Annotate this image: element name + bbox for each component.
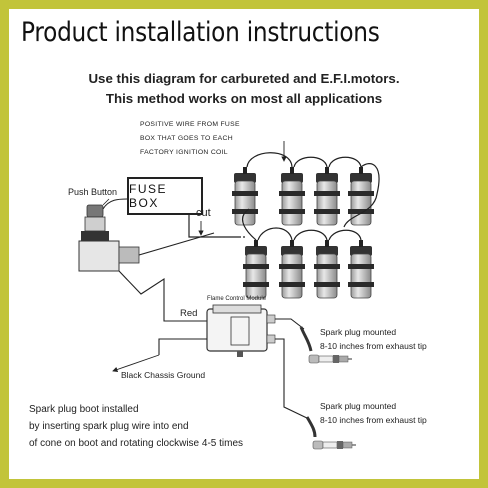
positive-wire-note-2: BOX THAT GOES TO EACH bbox=[140, 135, 233, 142]
push-button-label: Push Button bbox=[68, 187, 118, 197]
fuse-box: FUSE BOX bbox=[127, 177, 203, 215]
coil-bottom-4 bbox=[347, 239, 375, 299]
coil-top-1 bbox=[231, 166, 259, 226]
coil-bottom-3 bbox=[313, 239, 341, 299]
subtitle-line-2: This method works on most all applicatio… bbox=[105, 91, 383, 106]
spark-plug-bottom-line-1: Spark plug mounted bbox=[320, 401, 397, 411]
flame-control-module bbox=[206, 304, 276, 357]
ground-arrow bbox=[112, 354, 160, 373]
push-button bbox=[78, 204, 140, 272]
spark-plug-bottom bbox=[305, 416, 357, 450]
spark-plug-bottom-line-2: 8-10 inches from exhaust tip bbox=[320, 415, 427, 425]
coil-top-2 bbox=[278, 166, 306, 226]
coil-top-3 bbox=[313, 166, 341, 226]
red-wire-label: Red bbox=[180, 308, 198, 319]
spark-plug-top-line-2: 8-10 inches from exhaust tip bbox=[320, 341, 427, 351]
boot-note-line-2: by inserting spark plug wire into end bbox=[29, 421, 189, 432]
coil-bottom-1 bbox=[242, 239, 270, 299]
fuse-wire bbox=[188, 215, 239, 238]
coil-top-4 bbox=[347, 166, 375, 226]
boot-note-line-1: Spark plug boot installed bbox=[29, 404, 139, 415]
module-label: Flame Control Module bbox=[207, 296, 267, 302]
subtitle-line-1: Use this diagram for carbureted and E.F.… bbox=[88, 71, 400, 86]
positive-wire-note-3: FACTORY IGNITION COIL bbox=[140, 149, 228, 156]
cut-label: cut bbox=[196, 207, 211, 219]
spark-plug-top bbox=[299, 326, 353, 364]
positive-wire-note-1: POSITIVE WIRE FROM FUSE bbox=[140, 121, 240, 128]
instruction-panel: Product installation instructions Use th… bbox=[9, 9, 479, 479]
boot-note-line-3: of cone on boot and rotating clockwise 4… bbox=[29, 438, 244, 449]
wiring-diagram bbox=[78, 141, 380, 450]
page-title: Product installation instructions bbox=[21, 17, 380, 48]
ground-label: Black Chassis Ground bbox=[121, 370, 206, 380]
coil-bottom-2 bbox=[278, 239, 306, 299]
spark-plug-top-line-1: Spark plug mounted bbox=[320, 327, 397, 337]
coil-wires bbox=[242, 152, 380, 241]
red-wire bbox=[118, 270, 207, 322]
